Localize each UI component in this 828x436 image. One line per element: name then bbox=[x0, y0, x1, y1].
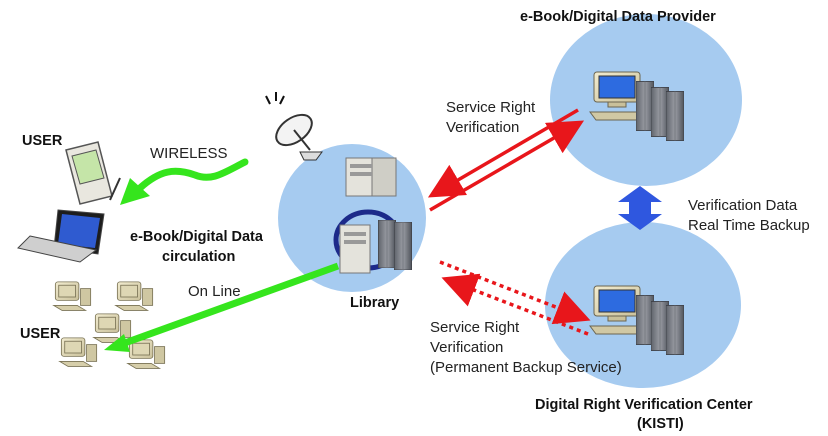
library-servers-icon bbox=[333, 157, 412, 274]
service-right-label-1: Service Right bbox=[446, 99, 536, 116]
realtime-backup-arrow bbox=[618, 186, 662, 230]
backup-label-2: Real Time Backup bbox=[688, 217, 810, 234]
desktop-users-icon bbox=[53, 281, 166, 369]
online-arrow bbox=[104, 262, 340, 352]
circulation-label-2: circulation bbox=[162, 249, 235, 265]
backup-label-1: Verification Data bbox=[688, 197, 798, 214]
wireless-label: WIRELESS bbox=[150, 145, 228, 162]
backup-service-label-2: Verification bbox=[430, 339, 503, 356]
provider-label: e-Book/Digital Data Provider bbox=[520, 9, 716, 25]
backup-service-label-1: Service Right bbox=[430, 319, 520, 336]
online-label: On Line bbox=[188, 283, 241, 300]
library-label: Library bbox=[350, 295, 399, 311]
satellite-dish-icon bbox=[265, 92, 323, 161]
mobile-devices-icon bbox=[17, 141, 121, 263]
service-right-label-2: Verification bbox=[446, 119, 519, 136]
desktop-user-label: USER bbox=[20, 326, 61, 342]
service-right-arrows bbox=[427, 108, 585, 212]
center-label-2: (KISTI) bbox=[637, 416, 684, 432]
backup-service-arrows bbox=[439, 260, 591, 336]
circulation-label-1: e-Book/Digital Data bbox=[130, 229, 264, 245]
provider-pc-icon bbox=[589, 71, 684, 141]
backup-service-label-3: (Permanent Backup Service) bbox=[430, 359, 622, 376]
mobile-user-label: USER bbox=[22, 133, 63, 149]
center-label-1: Digital Right Verification Center bbox=[535, 397, 753, 413]
wireless-arrow bbox=[120, 158, 249, 205]
center-pc-icon bbox=[589, 285, 684, 355]
